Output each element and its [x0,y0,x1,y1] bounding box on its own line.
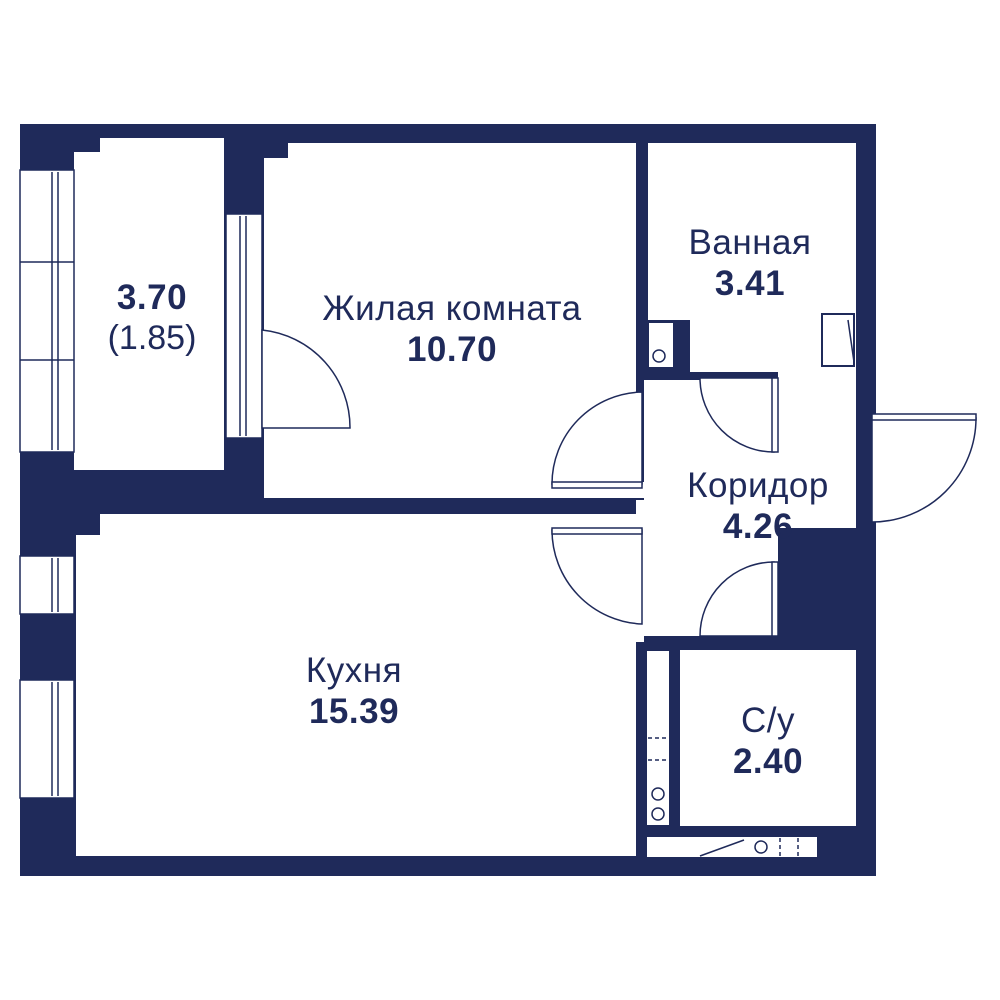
door-wc-leaf [771,561,779,637]
corridor-name: Коридор [687,466,829,505]
windows [19,169,263,799]
shaft-bottom [646,836,818,858]
bath-name: Ванная [688,223,812,262]
shaft-bath-right [822,314,854,366]
door-kitchen-swing [551,529,643,625]
hatch-line [699,839,745,857]
door-living-leaf [551,481,643,489]
shaft-bath-outline [647,321,675,369]
shaft-bath-right-outline [821,313,855,367]
room-interiors [74,138,856,858]
label-bath: Ванная 3.41 [689,222,812,305]
shaft-bottom-outline [645,835,819,859]
loggia-floor [74,138,224,470]
loggia-reduced-area: (1.85) [107,319,197,358]
door-kitchen-leaf [551,527,643,535]
label-corridor: Коридор 4.26 [687,465,829,548]
loggia-area: 3.70 [116,278,188,317]
window-living [225,213,263,439]
wc-floor [680,650,856,826]
bath-floor [648,143,856,380]
riser-icon [652,349,666,363]
riser-icon [651,807,665,821]
window-kitchen-1 [19,555,75,615]
fixtures [648,319,855,857]
riser-icon [651,787,665,801]
wc-area: 2.40 [732,742,804,782]
hatch-line [847,319,855,363]
living-room-floor [264,143,644,498]
door-wc-swing [699,561,775,637]
door-living-swing [551,391,643,485]
window-loggia [19,169,75,453]
wc-name: С/у [741,701,795,740]
label-kitchen: Кухня 15.39 [306,650,402,733]
kitchen-area: 15.39 [308,692,400,732]
door-entrance-swing [871,417,977,523]
living-room-name: Жилая комната [322,289,582,328]
living-room-area: 10.70 [406,330,498,370]
corridor-floor [644,372,856,636]
door-bath-swing [699,377,775,453]
kitchen-name: Кухня [305,651,403,690]
window-kitchen-2 [19,679,75,799]
door-entrance-leaf [871,413,977,421]
label-wc: С/у 2.40 [733,700,803,783]
label-loggia: 3.70 (1.85) [108,277,197,358]
door-loggia-swing [261,329,351,429]
corridor-area: 4.26 [722,507,794,547]
bath-area: 3.41 [714,264,786,304]
riser-icon [754,840,768,854]
doors [261,329,977,637]
kitchen-floor [76,500,644,856]
label-living-room: Жилая комната 10.70 [322,288,581,371]
door-bath-leaf [771,377,779,453]
